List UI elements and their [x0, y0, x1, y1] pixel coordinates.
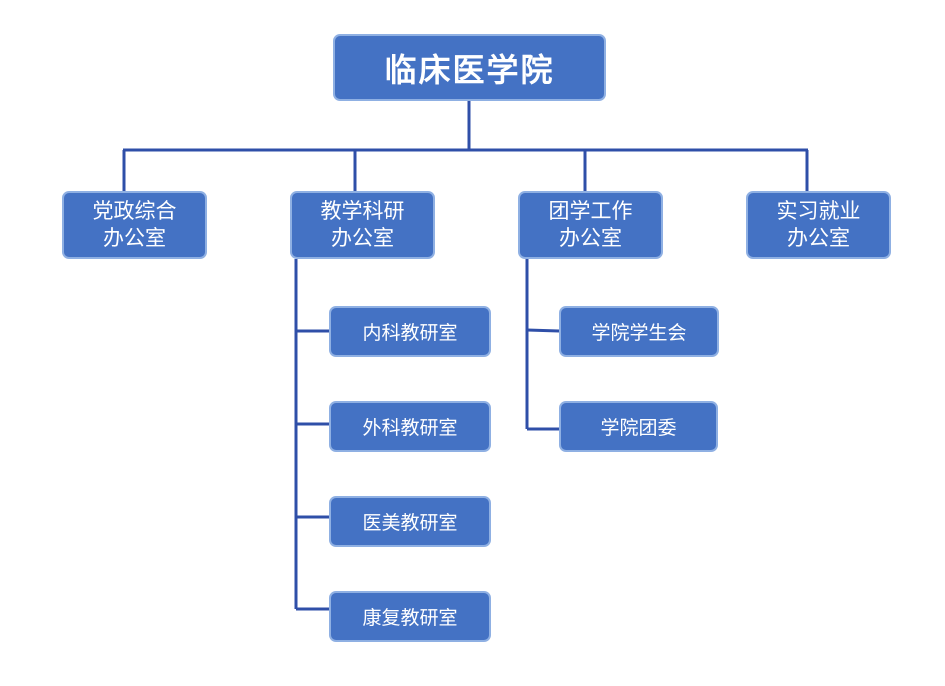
teaching-unit-node: 康复教研室	[329, 591, 491, 642]
office-label-line2: 办公室	[103, 226, 166, 250]
teaching-unit-label: 外科教研室	[362, 417, 458, 439]
office-node-student-work: 团学工作 办公室	[518, 191, 663, 259]
teaching-unit-node: 内科教研室	[329, 306, 491, 357]
office-label-line2: 办公室	[787, 226, 850, 250]
student-unit-node: 学院团委	[559, 401, 718, 452]
office-node-internship-employment: 实习就业 办公室	[746, 191, 891, 259]
root-node: 临床医学院	[333, 34, 606, 101]
office-label-line2: 办公室	[331, 226, 394, 250]
teaching-unit-node: 医美教研室	[329, 496, 491, 547]
teaching-unit-label: 内科教研室	[362, 322, 458, 344]
student-branch-line	[526, 328, 560, 333]
student-unit-label: 学院学生会	[591, 322, 687, 344]
office-label-line1: 团学工作	[548, 199, 633, 223]
office-node-teaching-research: 教学科研 办公室	[290, 191, 435, 259]
teaching-unit-label: 康复教研室	[362, 607, 458, 629]
root-label: 临床医学院	[384, 50, 555, 89]
office-label-line1: 党政综合	[92, 199, 177, 223]
teaching-unit-node: 外科教研室	[329, 401, 491, 452]
office-node-party-admin: 党政综合 办公室	[62, 191, 207, 259]
student-unit-label: 学院团委	[600, 417, 677, 439]
teaching-unit-label: 医美教研室	[362, 512, 458, 534]
office-label-line1: 实习就业	[776, 199, 861, 223]
office-label-line2: 办公室	[559, 226, 622, 250]
student-unit-node: 学院学生会	[559, 306, 719, 357]
office-label-line1: 教学科研	[320, 199, 405, 223]
